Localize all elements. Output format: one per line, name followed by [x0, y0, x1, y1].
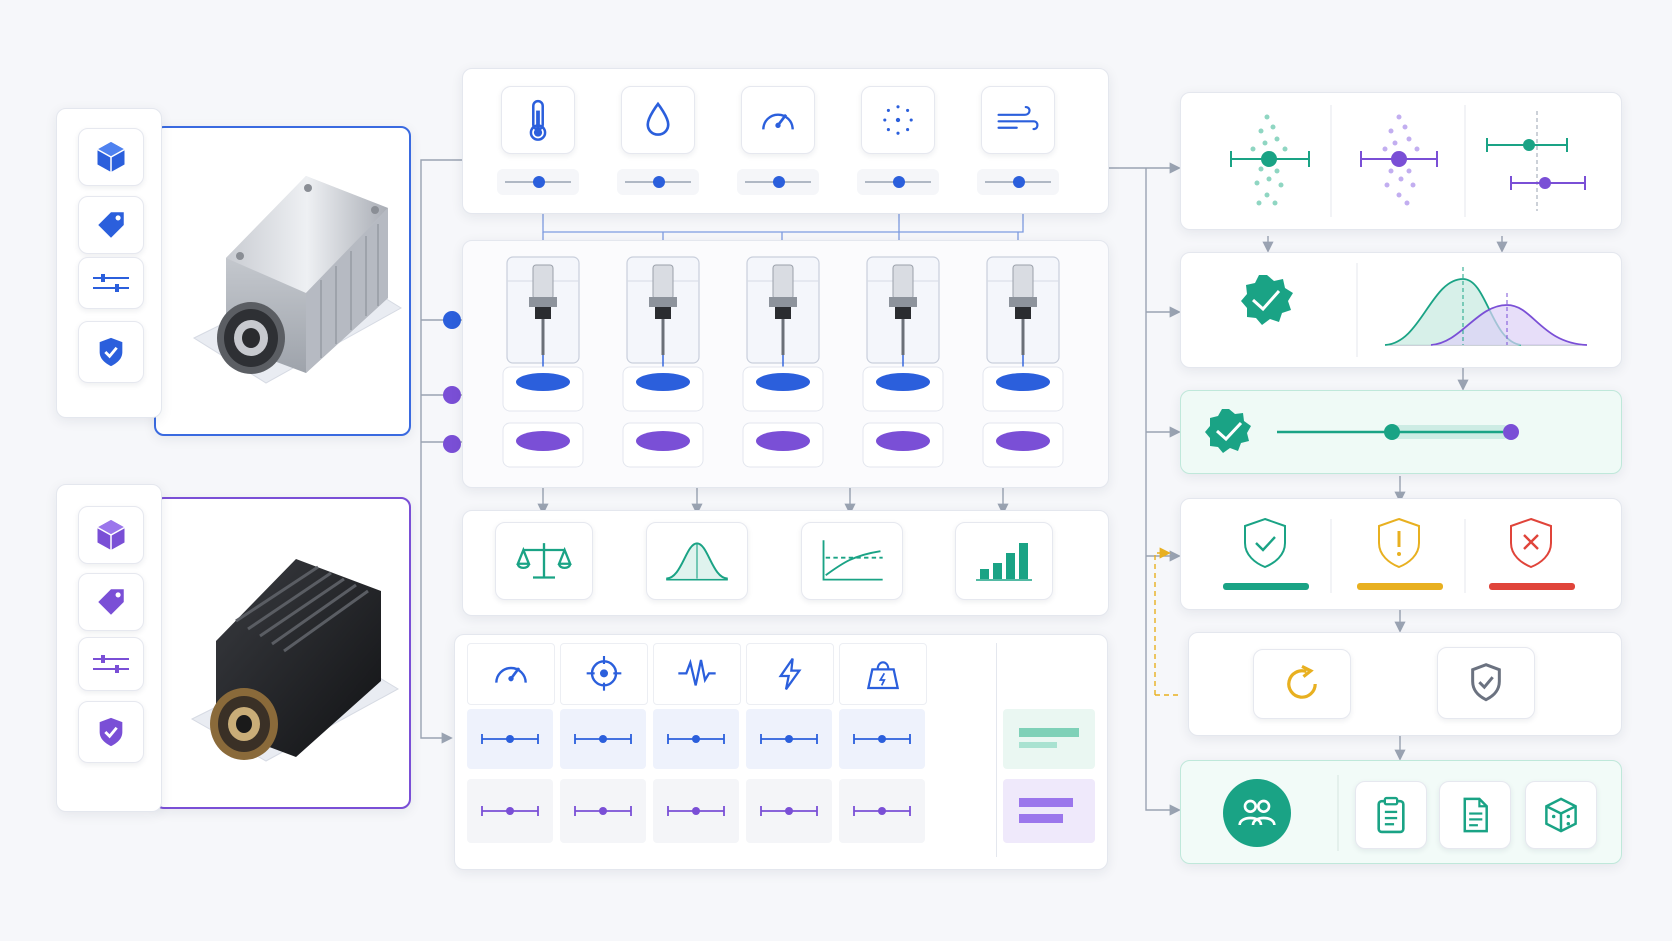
shield-check-icon[interactable] — [78, 701, 144, 763]
approval-progress — [1205, 409, 1519, 453]
tag-icon[interactable] — [78, 573, 144, 631]
device-b-sidebar — [56, 484, 162, 812]
sample-disc-purple — [756, 431, 810, 451]
distribution-charts — [1230, 105, 1586, 217]
document-icon[interactable] — [1439, 781, 1511, 849]
thermometer-icon[interactable] — [501, 86, 575, 154]
sample-disc-purple — [636, 431, 690, 451]
sensor-slider-2[interactable] — [617, 169, 699, 195]
waveform-icon[interactable] — [653, 643, 741, 705]
sample-disc-purple — [516, 431, 570, 451]
metric-cell-blue[interactable] — [560, 709, 646, 769]
metrics-divider — [996, 643, 997, 857]
summary-purple-cell — [1003, 779, 1095, 843]
analysis-panel — [462, 510, 1109, 616]
test-station-4[interactable] — [859, 251, 947, 475]
metric-cell-blue[interactable] — [467, 709, 553, 769]
verdict-warning[interactable] — [1339, 513, 1459, 597]
retest-panel — [1188, 632, 1622, 736]
sample-disc-blue — [756, 373, 810, 391]
shield-check-icon[interactable] — [78, 321, 144, 383]
scale-icon[interactable] — [495, 522, 593, 600]
summary-blue-cell — [1003, 709, 1095, 769]
metric-cell-purple[interactable] — [653, 779, 739, 843]
tag-icon[interactable] — [78, 196, 144, 254]
particles-icon[interactable] — [861, 86, 935, 154]
verdict-fail[interactable] — [1471, 513, 1591, 597]
device-a-image — [192, 176, 402, 384]
comparison-chart — [1241, 263, 1588, 357]
metric-cell-purple[interactable] — [560, 779, 646, 843]
sensor-slider-3[interactable] — [737, 169, 819, 195]
lightning-icon[interactable] — [746, 643, 834, 705]
weight-icon[interactable] — [839, 643, 927, 705]
sensor-slider-5[interactable] — [977, 169, 1059, 195]
device-a-sidebar — [56, 108, 162, 418]
verdict-pass[interactable] — [1205, 513, 1325, 597]
test-station-1[interactable] — [499, 251, 587, 475]
output-panel — [1180, 760, 1622, 864]
metric-cell-blue[interactable] — [746, 709, 832, 769]
test-station-5[interactable] — [979, 251, 1067, 475]
verdict-panel — [1180, 498, 1622, 610]
gauge-icon[interactable] — [467, 643, 555, 705]
approval-panel — [1180, 390, 1622, 474]
gauge-icon[interactable] — [741, 86, 815, 154]
device-b-card — [154, 497, 411, 809]
bar-chart-icon[interactable] — [955, 522, 1053, 600]
sliders-icon[interactable] — [78, 637, 144, 691]
cube-icon[interactable] — [78, 506, 144, 564]
sample-disc-purple — [876, 431, 930, 451]
metric-cell-purple[interactable] — [467, 779, 553, 843]
sensor-slider-1[interactable] — [497, 169, 579, 195]
sample-disc-purple — [996, 431, 1050, 451]
metric-cell-blue[interactable] — [653, 709, 739, 769]
sample-disc-blue — [516, 373, 570, 391]
droplet-icon[interactable] — [621, 86, 695, 154]
refresh-icon[interactable] — [1253, 649, 1351, 719]
bell-curve-icon[interactable] — [646, 522, 748, 600]
device-b-image — [190, 559, 400, 762]
wind-icon[interactable] — [981, 86, 1055, 154]
test-station-2[interactable] — [619, 251, 707, 475]
distribution-panel — [1180, 92, 1622, 230]
comparison-panel — [1180, 252, 1622, 368]
sample-disc-blue — [996, 373, 1050, 391]
environment-sensors-panel — [462, 68, 1109, 214]
sliders-icon[interactable] — [78, 257, 144, 309]
team-icon[interactable] — [1223, 779, 1291, 847]
metric-cell-purple[interactable] — [746, 779, 832, 843]
metrics-panel — [454, 634, 1108, 870]
device-a-card — [154, 126, 411, 436]
metric-cell-blue[interactable] — [839, 709, 925, 769]
package-icon[interactable] — [1525, 781, 1597, 849]
metric-cell-purple[interactable] — [839, 779, 925, 843]
sensor-slider-4[interactable] — [857, 169, 939, 195]
trend-chart-icon[interactable] — [801, 522, 903, 600]
shield-check-icon[interactable] — [1437, 647, 1535, 719]
target-icon[interactable] — [560, 643, 648, 705]
test-station-3[interactable] — [739, 251, 827, 475]
clipboard-icon[interactable] — [1355, 781, 1427, 849]
test-stations-panel — [462, 240, 1109, 488]
cube-icon[interactable] — [78, 128, 144, 186]
sample-disc-blue — [636, 373, 690, 391]
sample-disc-blue — [876, 373, 930, 391]
